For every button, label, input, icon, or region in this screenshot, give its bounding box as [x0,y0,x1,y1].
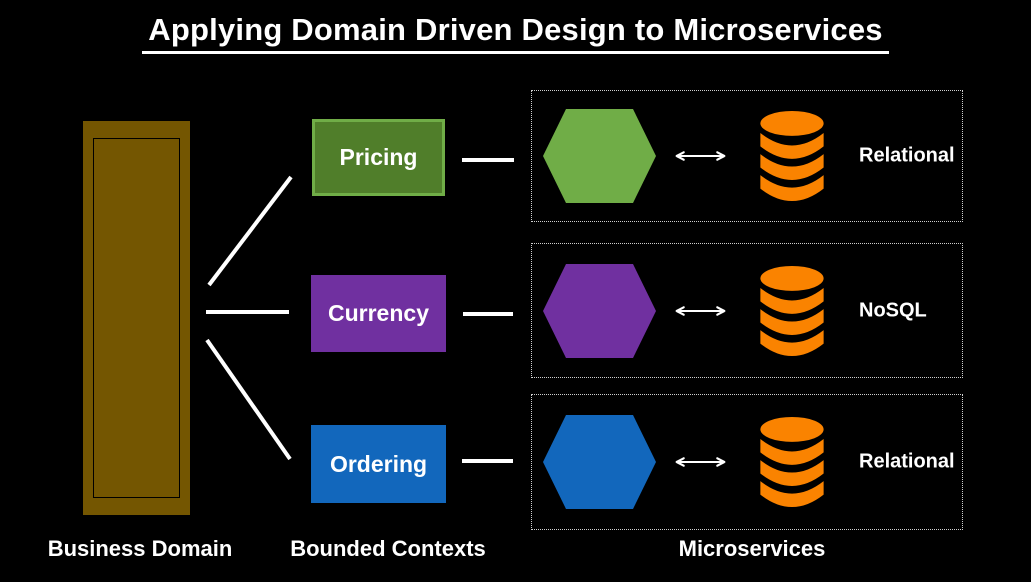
db-type-label: Relational [859,144,955,167]
business-domain-column-label: Business Domain [47,536,233,561]
bounded-context-ordering: Ordering [311,425,446,503]
db-type-label: Relational [859,450,955,473]
double-arrow-path [675,305,726,316]
bounded-context-pricing: Pricing [312,119,445,196]
bounded-context-currency-label: Currency [328,300,429,326]
microservice-box-ordering: Relational [531,394,963,530]
double-arrow-icon [675,151,726,161]
hexagon-shape [543,415,656,509]
page-title: Applying Domain Driven Design to Microse… [142,12,889,54]
business-domain-shape [83,121,190,515]
microservice-box-currency: NoSQL [531,243,963,378]
hexagon-icon [543,415,656,509]
microservices-column-label: Microservices [678,536,826,561]
hexagon-icon [543,263,656,358]
bounded-context-ordering-label: Ordering [329,450,428,477]
microservice-box-pricing: Relational [531,90,963,222]
db-type-label: NoSQL [859,299,927,321]
connector-domain-to-ordering [205,338,292,461]
database-shape [760,416,824,508]
database-shape [760,265,824,356]
double-arrow-path [675,151,726,161]
hexagon-icon [543,109,656,203]
database-shape [760,110,824,202]
double-arrow-icon [675,305,726,316]
database-icon [760,416,824,508]
hexagon-shape [543,263,656,358]
business-domain-inner-border [93,138,180,498]
database-icon [760,265,824,356]
connector-domain-to-pricing [207,175,293,287]
bounded-context-pricing-label: Pricing [339,144,418,170]
title-wrap: Applying Domain Driven Design to Microse… [0,12,1031,54]
database-icon [760,110,824,202]
double-arrow-path [675,457,726,467]
hexagon-shape [543,109,656,203]
double-arrow-icon [675,457,726,467]
bounded-contexts-column-label: Bounded Contexts [290,536,486,561]
bounded-context-currency: Currency [311,275,446,352]
